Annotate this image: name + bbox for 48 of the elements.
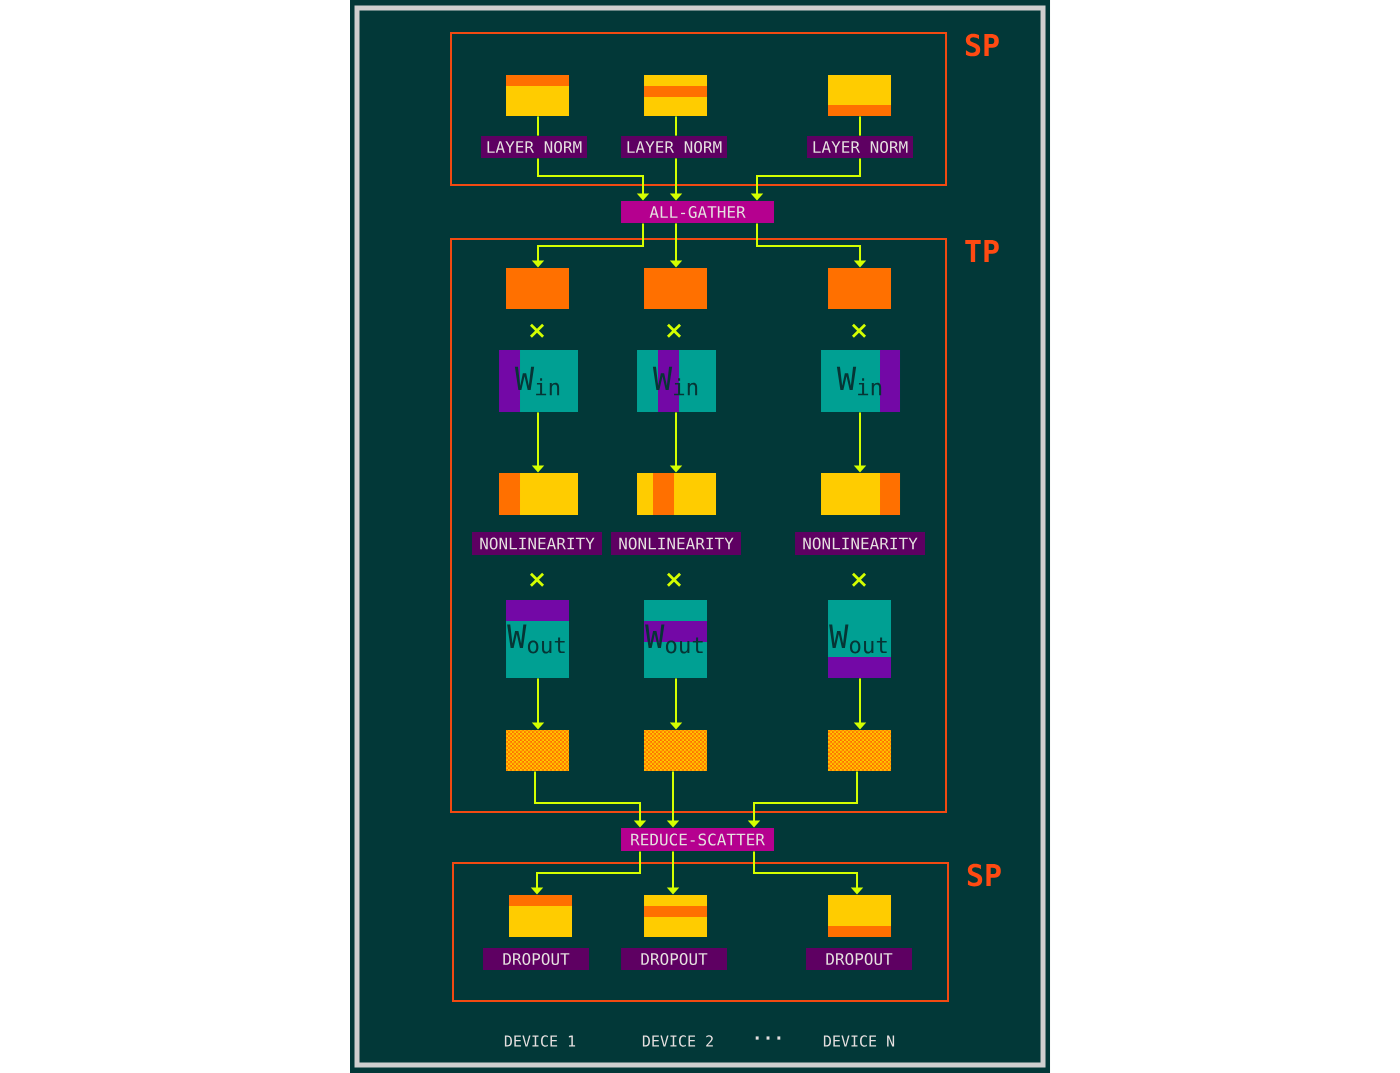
multiply-sign: × <box>851 323 867 338</box>
multiply-sign: × <box>851 572 867 587</box>
connector-arrow <box>537 157 650 201</box>
device-label: DEVICE 1 <box>504 1035 576 1047</box>
collective-box: REDUCE-SCATTER <box>621 828 774 851</box>
connector-line <box>859 115 861 137</box>
operation-label: NONLINEARITY <box>611 532 741 555</box>
tensor-block <box>644 268 707 309</box>
collective-box: ALL-GATHER <box>621 201 774 223</box>
ellipsis: ... <box>755 1036 781 1040</box>
operation-label: LAYER NORM <box>621 136 727 158</box>
tensor-block <box>828 268 891 309</box>
tensor-block <box>644 730 707 772</box>
tensor-block <box>499 473 578 515</box>
tensor-block <box>637 473 716 515</box>
weight-matrix: W$_{out}$ <box>828 600 891 678</box>
operation-label: DROPOUT <box>483 948 589 971</box>
connector-line <box>537 115 539 137</box>
operation-label: DROPOUT <box>621 948 727 971</box>
operation-label: DROPOUT <box>806 948 912 971</box>
weight-matrix: W$_{out}$ <box>506 600 569 678</box>
multiply-sign: × <box>529 572 545 587</box>
operation-label: NONLINEARITY <box>472 532 602 555</box>
operation-label: NONLINEARITY <box>795 532 925 555</box>
device-label: DEVICE 2 <box>642 1035 713 1047</box>
device-label: DEVICE N <box>823 1035 895 1047</box>
tensor-block <box>506 730 569 772</box>
operation-label: LAYER NORM <box>807 136 913 158</box>
tensor-block <box>644 895 707 937</box>
section-label: SP <box>967 863 1001 887</box>
tensor-block <box>828 895 891 937</box>
multiply-sign: × <box>529 323 545 338</box>
section-label: SP <box>965 33 999 57</box>
multiply-sign: × <box>666 572 682 587</box>
tensor-block <box>821 473 900 515</box>
section-label: TP <box>965 240 999 262</box>
multiply-sign: × <box>666 323 682 338</box>
tensor-block <box>828 730 891 772</box>
connector-arrow <box>756 222 867 268</box>
tensor-block <box>828 75 891 116</box>
tensor-block <box>644 75 707 116</box>
operation-label: LAYER NORM <box>481 136 587 158</box>
tensor-block <box>509 895 572 937</box>
connector-arrow <box>534 770 647 828</box>
tensor-block <box>506 75 569 116</box>
tensor-block <box>506 268 569 309</box>
connector-arrow <box>753 850 864 895</box>
connector-line <box>675 115 677 137</box>
